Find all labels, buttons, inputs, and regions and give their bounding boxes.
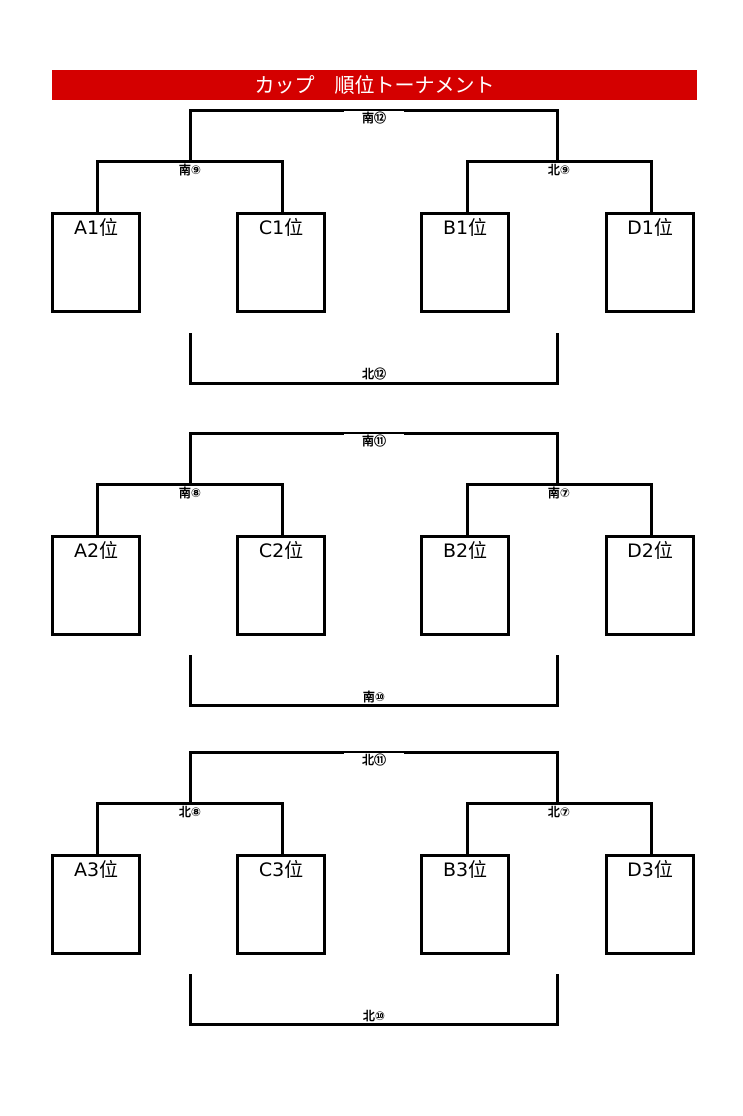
team-label: B2位 <box>442 540 488 562</box>
team-box: D3位 <box>605 854 695 955</box>
team-label: C1位 <box>258 217 304 239</box>
bottom-final-label: 北⑩ <box>344 1009 404 1023</box>
bottom-final-right-rise <box>556 333 559 385</box>
team-label: A3位 <box>73 859 119 881</box>
left-semi-bar <box>96 160 284 163</box>
left-semi-label: 南⑨ <box>160 163 220 177</box>
left-semi-left-drop <box>96 160 99 213</box>
team-label: B3位 <box>442 859 488 881</box>
team-label: C2位 <box>258 540 304 562</box>
right-semi-left-drop <box>466 483 469 536</box>
top-final-bar <box>189 109 559 112</box>
top-final-label: 南⑫ <box>344 111 404 125</box>
team-box: D1位 <box>605 212 695 313</box>
team-label: B1位 <box>442 217 488 239</box>
team-label: D3位 <box>627 859 673 881</box>
team-label: C3位 <box>258 859 304 881</box>
team-box: B1位 <box>420 212 510 313</box>
right-semi-bar <box>466 802 653 805</box>
left-semi-bar <box>96 483 284 486</box>
right-semi-left-drop <box>466 160 469 213</box>
bottom-final-left-rise <box>189 333 192 385</box>
left-semi-bar <box>96 802 284 805</box>
right-semi-label: 北⑦ <box>529 805 589 819</box>
team-box: A3位 <box>51 854 141 955</box>
team-label: A2位 <box>73 540 119 562</box>
left-semi-right-drop <box>281 802 284 855</box>
bottom-final-bar <box>189 704 559 707</box>
top-final-right-drop <box>556 432 559 486</box>
left-semi-right-drop <box>281 483 284 536</box>
bottom-final-label: 北⑫ <box>344 367 404 381</box>
right-semi-bar <box>466 160 653 163</box>
team-box: C2位 <box>236 535 326 636</box>
team-label: D1位 <box>627 217 673 239</box>
team-box: A2位 <box>51 535 141 636</box>
right-semi-right-drop <box>650 483 653 536</box>
bottom-final-bar <box>189 382 559 385</box>
left-semi-left-drop <box>96 483 99 536</box>
bottom-final-left-rise <box>189 974 192 1026</box>
top-final-left-drop <box>189 109 192 163</box>
right-semi-label: 南⑦ <box>529 486 589 500</box>
page-title: カップ 順位トーナメント <box>52 70 697 100</box>
right-semi-bar <box>466 483 653 486</box>
bottom-final-left-rise <box>189 655 192 707</box>
team-box: B2位 <box>420 535 510 636</box>
right-semi-label: 北⑨ <box>529 163 589 177</box>
right-semi-left-drop <box>466 802 469 855</box>
left-semi-label: 北⑧ <box>160 805 220 819</box>
bottom-final-bar <box>189 1023 559 1026</box>
top-final-bar <box>189 432 559 435</box>
top-final-right-drop <box>556 109 559 163</box>
team-box: A1位 <box>51 212 141 313</box>
top-final-left-drop <box>189 432 192 486</box>
team-box: B3位 <box>420 854 510 955</box>
team-box: D2位 <box>605 535 695 636</box>
right-semi-right-drop <box>650 802 653 855</box>
left-semi-label: 南⑧ <box>160 486 220 500</box>
top-final-bar <box>189 751 559 754</box>
top-final-right-drop <box>556 751 559 805</box>
bottom-final-right-rise <box>556 974 559 1026</box>
left-semi-right-drop <box>281 160 284 213</box>
bottom-final-right-rise <box>556 655 559 707</box>
right-semi-right-drop <box>650 160 653 213</box>
bottom-final-label: 南⑩ <box>344 690 404 704</box>
top-final-label: 北⑪ <box>344 753 404 767</box>
team-label: A1位 <box>73 217 119 239</box>
team-box: C1位 <box>236 212 326 313</box>
team-label: D2位 <box>627 540 673 562</box>
top-final-left-drop <box>189 751 192 805</box>
team-box: C3位 <box>236 854 326 955</box>
top-final-label: 南⑪ <box>344 434 404 448</box>
left-semi-left-drop <box>96 802 99 855</box>
